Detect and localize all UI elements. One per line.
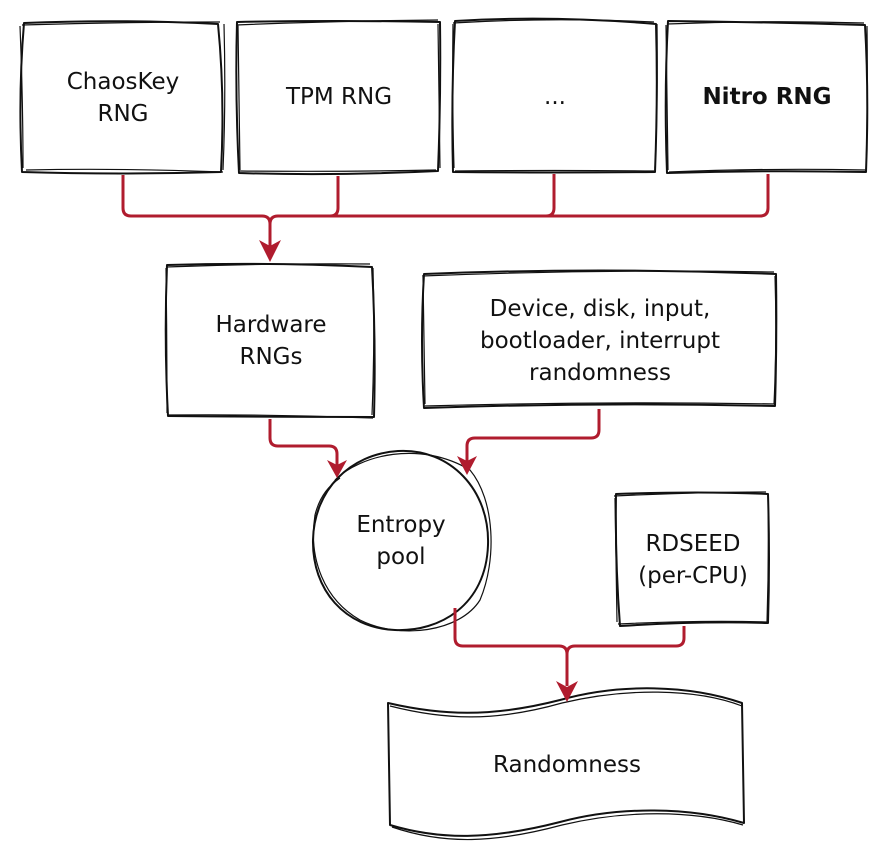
node-randomness-label: Randomness: [493, 752, 641, 778]
node-rdseed-box: [613, 491, 770, 627]
node-tpm-box: [235, 19, 442, 176]
node-nitro-label: Nitro RNG: [702, 84, 832, 110]
edge-top-bus: [121, 174, 770, 262]
node-ellipsis-box: [451, 17, 658, 174]
node-randomness-tape: [387, 687, 745, 841]
arrowhead-randomness: [556, 681, 578, 702]
arrowhead-hwrng: [259, 240, 281, 262]
node-tpm-label: TPM RNG: [285, 84, 393, 110]
node-rdseed-label: RDSEED (per-CPU): [638, 530, 748, 589]
node-chaoskey-box: [19, 20, 226, 175]
node-hwrng-box: [164, 262, 376, 419]
node-device-box: [421, 269, 778, 409]
edge-hwrng-pool: [268, 419, 347, 478]
edge-bottom-bus: [453, 608, 686, 702]
arrowhead-pool-right: [457, 456, 477, 475]
node-hwrng-label: Hardware RNGs: [215, 312, 327, 370]
node-ellipsis-label: ...: [544, 84, 566, 110]
node-pool-label: Entropy pool: [356, 512, 446, 570]
node-nitro-box: [664, 20, 869, 174]
arrowhead-pool-left: [327, 460, 347, 478]
node-chaoskey-label: ChaosKey RNG: [66, 69, 180, 127]
edge-device-pool: [457, 409, 601, 475]
node-device-label: Device, disk, input, bootloader, interru…: [480, 296, 720, 386]
